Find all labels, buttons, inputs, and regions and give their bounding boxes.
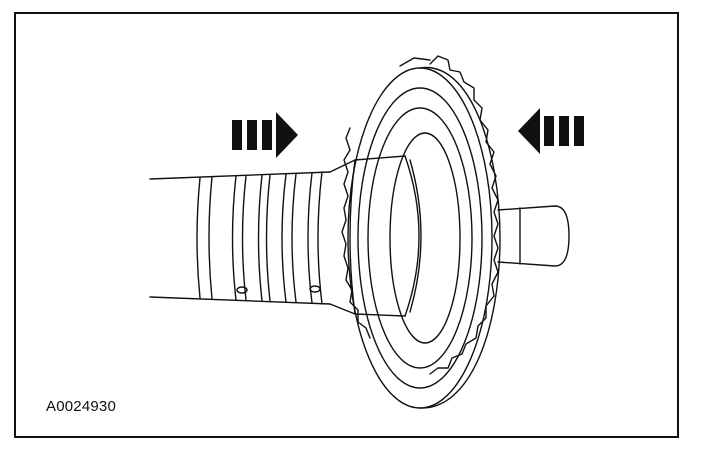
pilot-stub: [497, 205, 570, 267]
shaft-body: [149, 171, 331, 305]
arrow-left-icon: [518, 108, 584, 154]
arrow-right-icon: [232, 112, 298, 158]
gear-flange: [341, 55, 501, 409]
figure-id-label: A0024930: [46, 398, 117, 415]
